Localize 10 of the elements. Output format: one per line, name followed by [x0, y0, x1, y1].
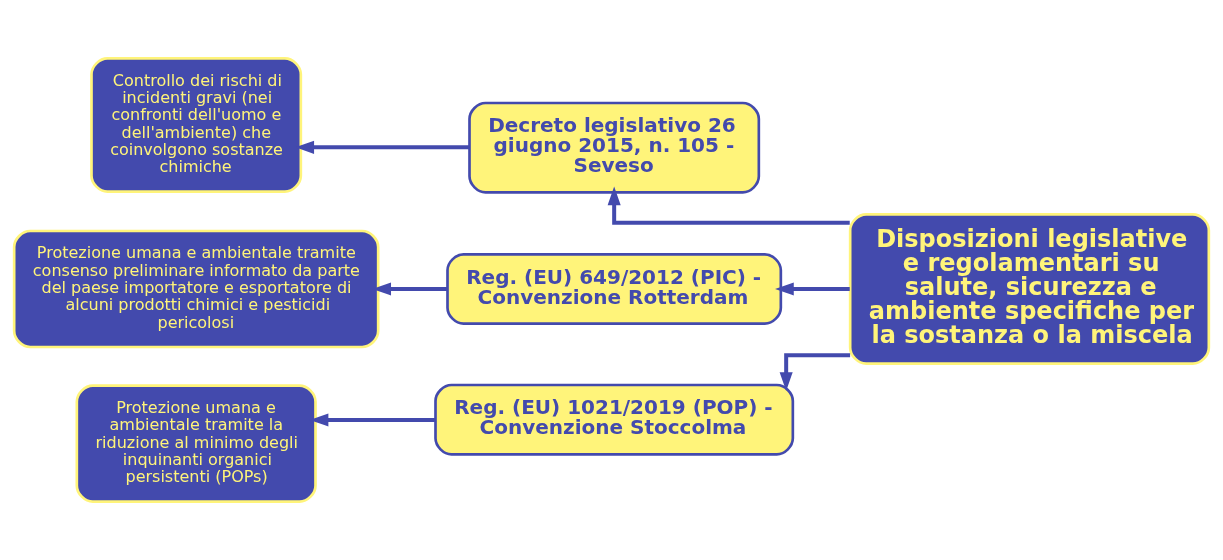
node-box: Reg. (EU) 1021/2019 (POP) - Convenzione Stoccolma: [434, 383, 795, 456]
node-box: Disposizioni legislative e regolamentari su salute, sicurezza e ambiente specifiche per la sostanza o la miscela: [848, 213, 1211, 365]
arrow: [779, 353, 851, 391]
arrow: [775, 282, 850, 296]
arrow: [607, 186, 850, 225]
node-box: Protezione umana e ambientale tramite la riduzione al minimo degli inquinanti organici persistenti (POPs): [75, 384, 317, 503]
node-box: Reg. (EU) 649/2012 (PIC) - Convenzione Rotterdam: [446, 253, 783, 325]
node-box: Decreto legislativo 26 giugno 2015, n. 105 - Seveso: [468, 101, 761, 194]
node-box: Controllo dei rischi di incidenti gravi (nei confronti dell'uomo e dell'ambiente) che coinvolgono sostanze chimiche: [90, 57, 303, 193]
node-box: Protezione umana e ambientale tramite consenso preliminare informato da parte del paese importatore e esportatore di alcuni prodotti chimici e pesticidi pericolosi: [12, 229, 380, 349]
